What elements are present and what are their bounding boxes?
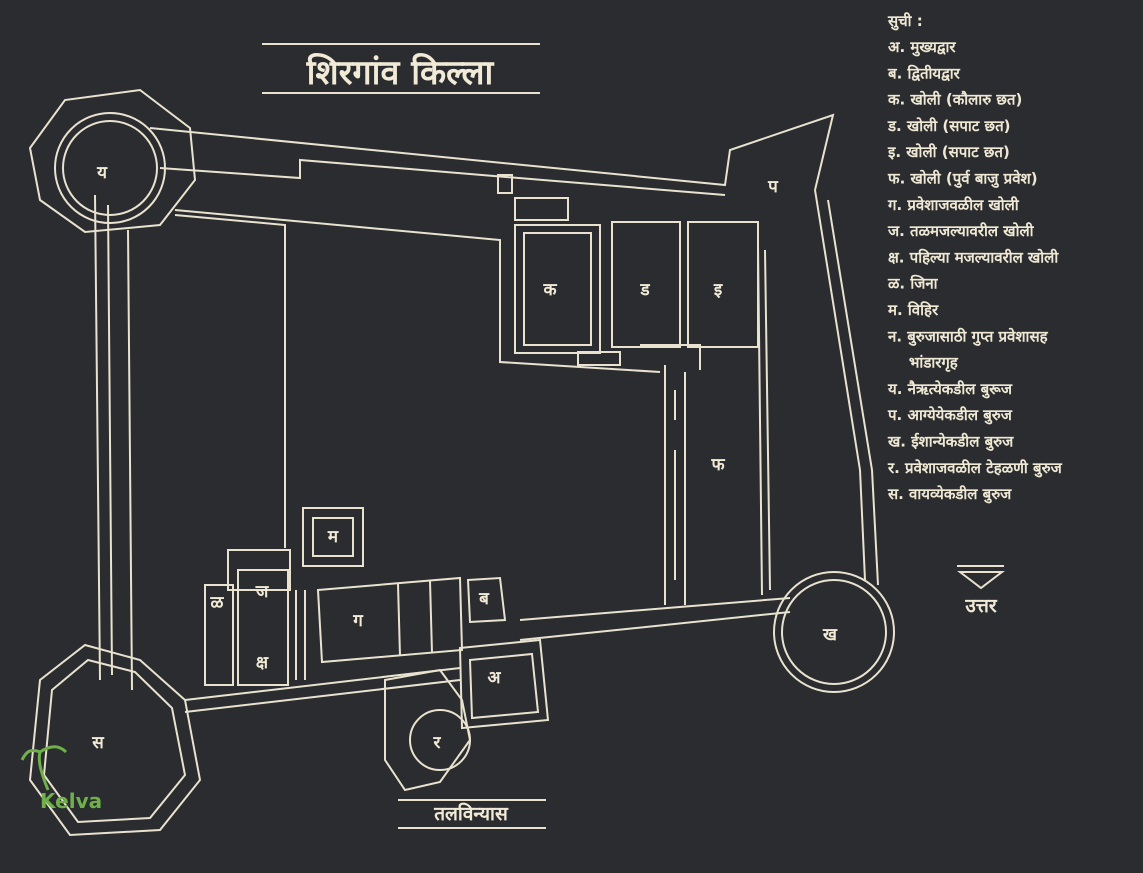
legend-item: न. बुरुजासाठी गुप्त प्रवेशासह [887, 327, 1049, 346]
label-pha: फ [710, 455, 725, 475]
fort-walls [28, 113, 879, 837]
legend-item: ग. प्रवेशाजवळील खोली [887, 196, 1020, 214]
legend-item: स. वायव्येकडील बुरुज [887, 485, 1012, 504]
well-ma: म [302, 507, 364, 567]
legend-item: अ. मुख्यद्वार [888, 38, 956, 57]
label-la: ळ [210, 593, 225, 613]
legend-item: ळ. जिना [887, 275, 939, 293]
label-a: अ [488, 668, 502, 688]
legend-item: र. प्रवेशाजवळील टेहळणी बुरुज [887, 459, 1063, 478]
legend-item: ब. द्वितीयद्वार [887, 64, 961, 82]
tower-ra: र [384, 668, 472, 792]
room-ga: ग [316, 576, 464, 664]
label-ka: क [542, 280, 557, 300]
legend-item: भांडारगृह [888, 354, 959, 373]
tower-ya: य [28, 88, 197, 234]
north-label: उत्तर [964, 595, 998, 617]
room-pha: फ [664, 365, 725, 605]
rooms-southwest: ज ळ क्ष [204, 549, 306, 686]
rooms-top: क ड इ [497, 174, 759, 370]
label-i: इ [713, 280, 723, 300]
title-block: शिरगांव किल्ला [262, 43, 540, 94]
label-sa: स [91, 733, 105, 753]
plan-title: शिरगांव किल्ला [306, 52, 495, 93]
legend-item: ख. ईशान्येकडील बुरुज [887, 433, 1014, 452]
plan-subtitle: तलविन्यास [433, 802, 509, 825]
legend-item: क. खोली (कौलारु छत) [887, 91, 1022, 109]
tower-pa: प [767, 177, 779, 197]
label-ya: य [96, 163, 108, 183]
legend-heading: सुची : [887, 12, 923, 31]
subtitle-block: तलविन्यास [398, 799, 546, 829]
legend-item: इ. खोली (सपाट छत) [887, 143, 1010, 161]
legend-item: म. विहिर [887, 301, 939, 319]
legend-item: ड. खोली (सपाट छत) [887, 117, 1010, 135]
north-arrow: उत्तर [957, 565, 1005, 617]
label-ja: ज [255, 582, 270, 602]
label-ksha: क्ष [256, 653, 269, 673]
label-ma: म [327, 527, 339, 547]
tower-kha: ख [773, 571, 895, 693]
watermark-logo: Kelva [20, 745, 102, 813]
label-ga: ग [352, 611, 364, 631]
label-ba: ब [478, 589, 490, 609]
label-kha: ख [822, 625, 838, 645]
label-da: ड [639, 280, 650, 300]
legend-item: क्ष. पहिल्या मजल्यावरील खोली [888, 248, 1059, 266]
legend-item: ज. तळमजल्यावरील खोली [887, 222, 1035, 240]
legend: सुची : अ. मुख्यद्वार ब. द्वितीयद्वार क. खो… [887, 12, 1063, 504]
legend-item: फ. खोली (पुर्व बाजु प्रवेश) [887, 170, 1038, 189]
legend-item: य. नैऋत्येकडील बुरूज [887, 380, 1013, 399]
watermark-text: Kelva [40, 789, 102, 813]
label-pa: प [767, 177, 779, 197]
gates: ब अ [458, 576, 550, 730]
label-ra: र [433, 733, 442, 753]
legend-item: प. आग्येयेकडील बुरुज [887, 406, 1013, 425]
